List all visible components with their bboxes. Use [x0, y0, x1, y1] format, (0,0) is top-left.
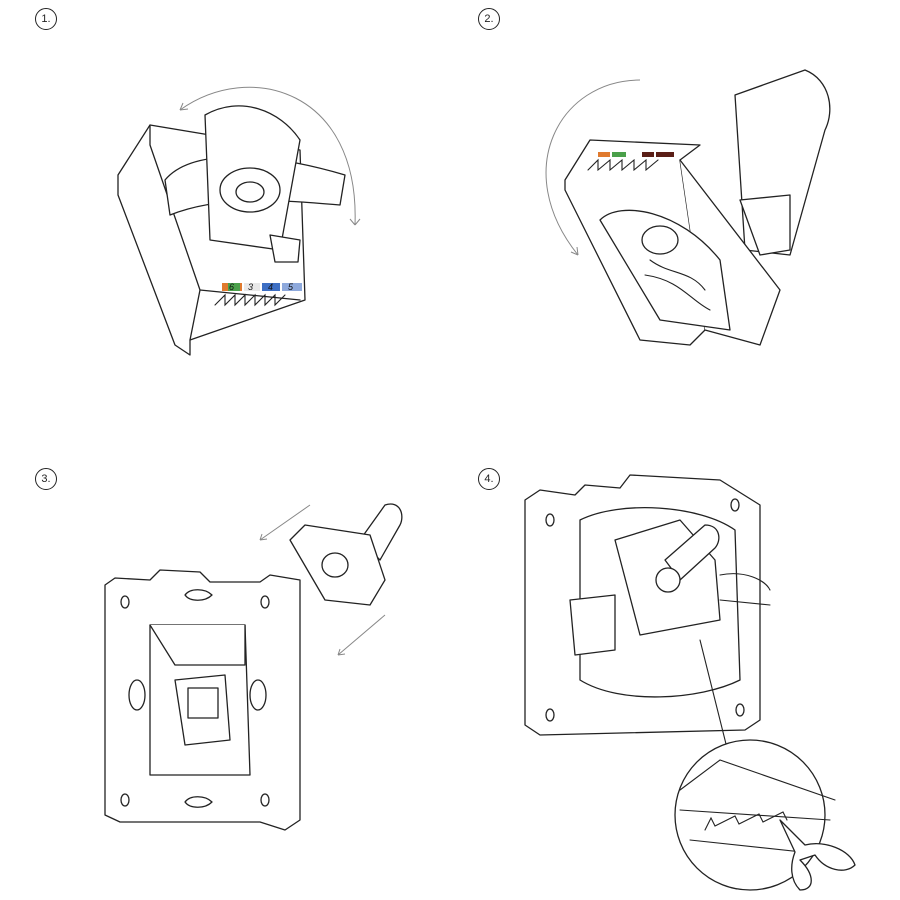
- rotate-arrow: [179, 86, 356, 226]
- step3-frame-insert: [104, 503, 403, 831]
- wire-color-labels: 6 3 4 5: [222, 282, 302, 292]
- step-number-3: 3.: [35, 468, 57, 490]
- rotate-arrow: [545, 79, 641, 256]
- step1-keystone-jack: 6 3 4 5: [117, 86, 361, 356]
- wire-label-6: 6: [229, 282, 234, 292]
- step2-keystone-side: [545, 69, 831, 346]
- step-number-4: 4.: [478, 468, 500, 490]
- step4-mounted-and-trim: [524, 474, 856, 891]
- step-number-1: 1.: [35, 8, 57, 30]
- wire-label-4: 4: [268, 282, 273, 292]
- pliers-icon: [779, 819, 856, 891]
- wire-label-5: 5: [288, 282, 294, 292]
- step-number-2: 2.: [478, 8, 500, 30]
- wire-label-3: 3: [248, 282, 253, 292]
